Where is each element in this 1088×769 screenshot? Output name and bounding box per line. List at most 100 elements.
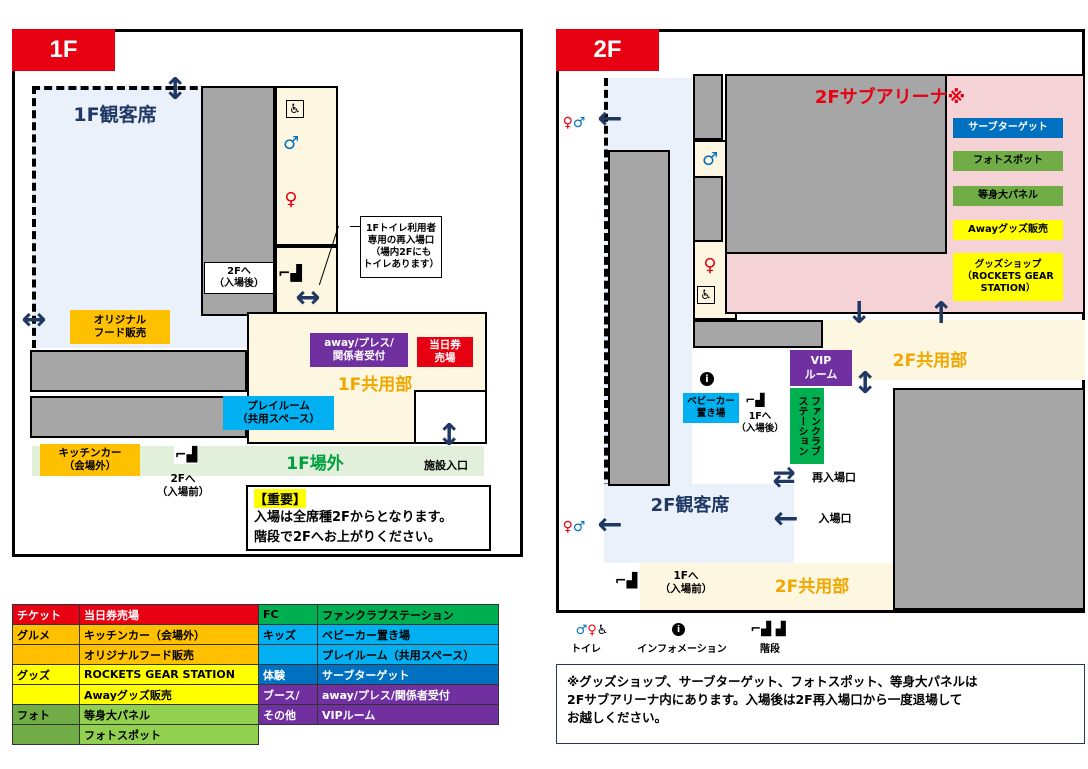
arrow-icon-2f-bottom-left: ← [597,507,623,542]
arrow-icon-vip: ↕ [852,366,878,401]
reentry-note: 1Fトイレ利用者 専用の再入場口 （場内2Fにも トイレあります） [360,216,442,278]
entrance-label: 入場口 [818,512,852,526]
legend-category: グルメ [12,624,80,645]
same-day-ticket-label: 当日券 売場 [417,337,473,367]
kitchen-car-label: キッチンカー （会場外） [40,444,140,476]
legend-item: オリジナルフード販売 [79,644,259,665]
female-toilet-icon-2f: ♀ [703,254,717,276]
legend-category: 体験 [258,664,318,685]
arrow-icon-reentry-2f: ⇄ [772,460,796,493]
to-1f-before-label: 1Fへ （入場前） [659,569,713,595]
legend-item: フォトスポット [79,724,259,745]
legend-item: 等身大パネル [79,704,259,725]
arrow-icon-sub-arena-out: ↑ [928,296,954,331]
arrow-icon-reentry: ↔ [295,280,321,315]
facility-entrance-label: 施設入口 [416,457,476,475]
legend-row: グルメ キッチンカー（会場外） キッズ ベビーカー置き場 [12,624,499,645]
legend-item: VIPルーム [317,704,499,725]
legend-row: フォト 等身大パネル その他 VIPルーム [12,704,499,725]
legend-item: Awayグッズ販売 [79,684,259,705]
floor2-audience-label: 2F観客席 [650,495,730,516]
away-goods-label: Awayグッズ販売 [953,220,1063,240]
original-food-label: オリジナル フード販売 [70,310,170,344]
floor2-note-text: ※グッズショップ、サーブターゲット、フォトスポット、等身大パネルは 2Fサブアリ… [567,674,978,726]
legend-category: グッズ [12,664,80,685]
floor2-note: ※グッズショップ、サーブターゲット、フォトスポット、等身大パネルは 2Fサブアリ… [556,664,1085,744]
playroom-label: プレイルーム （共用スペース） [223,396,334,430]
information-icon: i [700,372,714,386]
legend-category: FC [258,604,318,625]
floor2-common-area [823,320,1085,380]
floor1-bar-lower [30,396,247,438]
toilet-icons-top-left: ♀♂ [562,115,586,131]
arrow-icon-2f-top-left: ← [597,101,623,136]
legend-item: away/プレス/関係者受付 [317,684,499,705]
legend-category: キッズ [258,624,318,645]
legend-item: 当日券売場 [79,604,259,625]
legend-item: サーブターゲット [317,664,499,685]
toilet-icons-bottom-left: ♀♂ [562,519,586,535]
legend-category: チケット [12,604,80,625]
arrow-icon-entrance-2f: ← [773,501,799,536]
arrow-icon-entrance: ↕ [436,418,462,453]
goods-shop-label: グッズショップ （ROCKETS GEAR STATION） [953,253,1063,301]
floor2-tag: 2F [556,29,659,71]
floor1-common-label: 1F共用部 [337,374,413,395]
legend-category [12,644,80,665]
icon-legend-info-icon: i [672,623,685,636]
legend-row: グッズ ROCKETS GEAR STATION 体験 サーブターゲット [12,664,499,685]
floor2-bar-mid [693,320,823,348]
legend-item: ROCKETS GEAR STATION [79,664,259,685]
legend-table: チケット 当日券売場 FC ファンクラブステーション グルメ キッチンカー（会場… [12,604,499,745]
to-1f-after-label: 1Fへ （入場後） [736,411,784,434]
legend-item: プレイルーム（共用スペース） [317,644,499,665]
stairs-icon-2f-lower: ⌐▟ [614,573,638,589]
stairs-icon-outside: ⌐▟ [174,446,198,464]
legend-category: ブース/ [258,684,318,705]
legend-item: キッチンカー（会場外） [79,624,259,645]
important-line-1: 入場は全席種2Fからとなります。 [254,510,453,525]
to-2f-after-label: 2Fへ （入場後） [204,262,274,294]
floor1-entrance-box [414,390,487,444]
floor2-common-area-lower [640,563,893,610]
floor2-pillar-a [693,74,723,140]
floor2-common-label-1: 2F共用部 [892,350,968,371]
male-toilet-icon: ♂ [282,132,300,154]
female-toilet-icon: ♀ [284,188,298,210]
floor1-tag: 1F [12,29,115,71]
legend-category: フォト [12,704,80,725]
floor1-outside-label: 1F場外 [286,453,344,474]
to-2f-before-label: 2Fへ （入場前） [156,472,210,498]
icon-legend-stairs-icon: ⌐▟ ▟ [750,621,786,637]
stairs-icon-2f: ⌐▟ [745,393,765,407]
floor1-audience-label: 1F観客席 [73,103,157,126]
vip-room-label: VIP ルーム [790,350,852,386]
arrow-icon-top: ↕ [162,72,188,107]
wheelchair-icon-2f: ♿ [697,286,715,304]
floor2-left-pillar [608,150,670,486]
arrow-icon-sub-arena-in: ↓ [846,296,872,331]
wheelchair-icon: ♿ [286,100,304,118]
legend-category [258,644,318,665]
sub-arena-label: 2Fサブアリーナ※ [814,87,966,108]
legend-category: その他 [258,704,318,725]
floor2-pillar-b [693,176,723,242]
life-size-panel-label: 等身大パネル [953,186,1063,206]
reentry-pointer-line [350,226,360,227]
important-line-2: 階段で2Fへお上がりください。 [254,529,441,545]
icon-legend-stairs: 階段 [760,643,780,655]
legend-row: オリジナルフード販売 プレイルーム（共用スペース） [12,644,499,665]
stairs-icon: ⌐▟ [277,264,303,282]
legend-item: ベビーカー置き場 [317,624,499,645]
icon-legend-toilet-icons: ♂♀♿ [575,622,609,638]
floor2-audience-lower [604,484,794,563]
important-title: 【重要】 [254,489,307,508]
legend-category [12,724,80,745]
floor1-bar-upper [30,350,247,392]
floor2-common-label-2: 2F共用部 [774,576,850,597]
sub-arena-court [725,74,947,254]
legend-item: ファンクラブステーション [317,604,499,625]
male-toilet-icon-2f: ♂ [701,148,719,170]
arrow-icon-left-exit: ↔ [21,302,47,337]
icon-legend-toilet: トイレ [571,643,601,655]
